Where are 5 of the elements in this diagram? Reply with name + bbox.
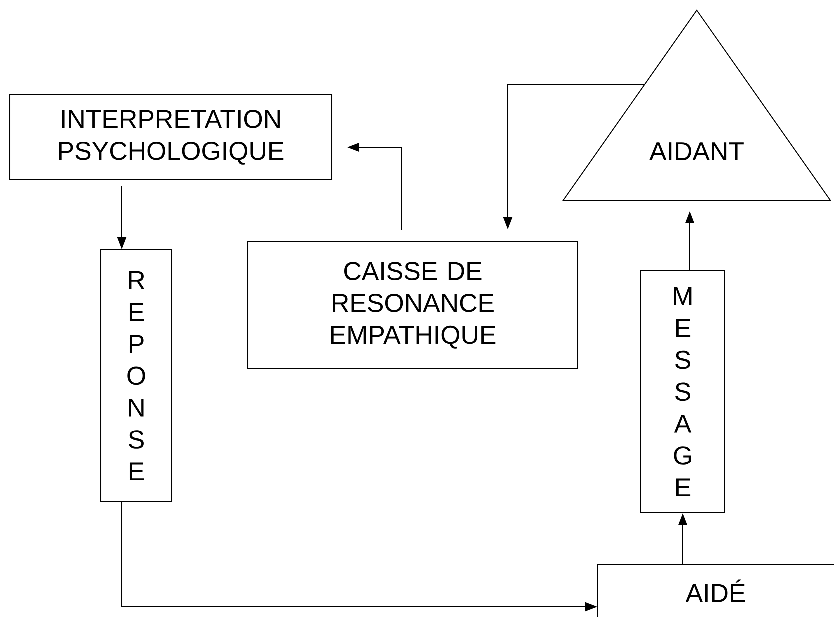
vertical-text-box: REPONSE — [100, 250, 172, 502]
open-box: AIDÉ — [597, 564, 834, 617]
process-box: INTERPRETATION PSYCHOLOGIQUE — [10, 94, 332, 180]
process-box: CAISSE DE RESONANCE EMPATHIQUE — [248, 242, 578, 370]
vertical-text-box: MESSAGE — [640, 270, 726, 514]
